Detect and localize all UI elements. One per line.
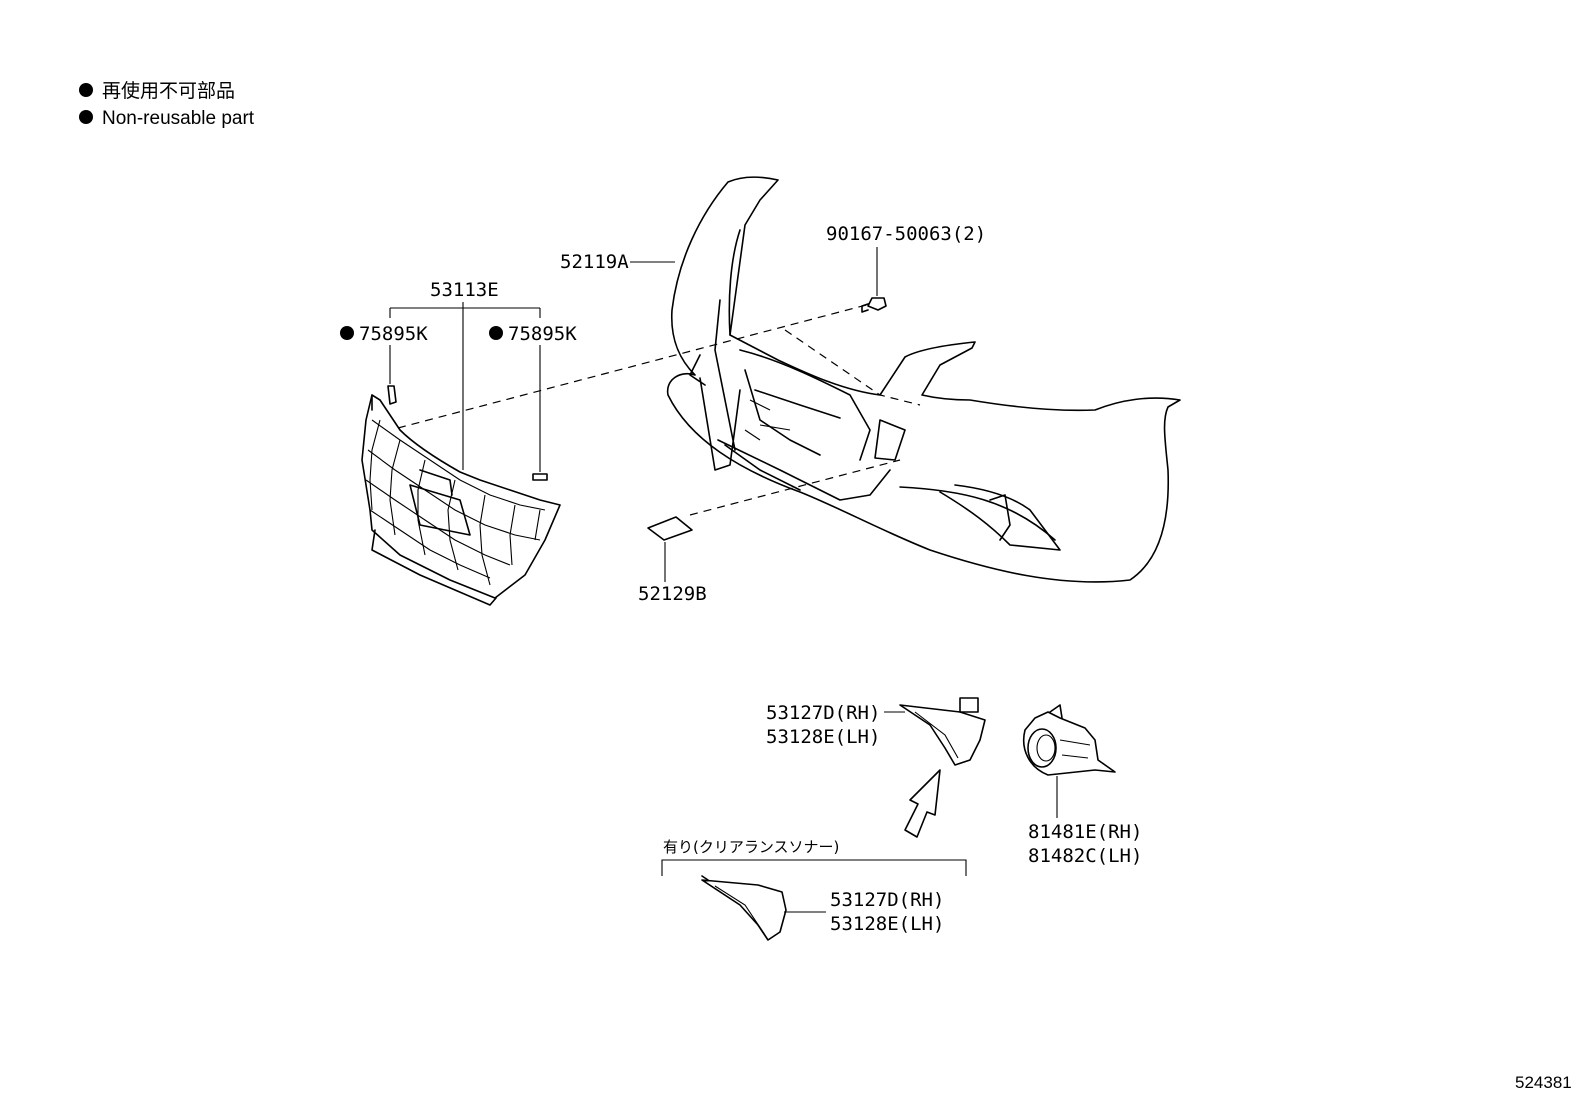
- arrow-up-icon: [904, 769, 941, 838]
- non-reusable-dot-icon: [340, 326, 354, 340]
- garnish-sonar-rh-label: 53127D(RH): [830, 889, 944, 911]
- grille-drawing: [361, 394, 561, 606]
- garnish-sonar-lh-label: 53128E(LH): [830, 913, 944, 935]
- non-reusable-dot-icon: [79, 110, 93, 124]
- non-reusable-dot-icon: [79, 83, 93, 97]
- clip-right-drawing: [532, 473, 548, 481]
- hook-cover-drawing: [647, 516, 693, 541]
- garnish-drawing: [899, 697, 986, 766]
- fog-cover-rh-label: 81481E(RH): [1028, 821, 1142, 843]
- garnish-sonar-drawing: [701, 875, 787, 941]
- fog-cover-drawing: [1023, 704, 1116, 776]
- legend-japanese: 再使用不可部品: [102, 80, 235, 102]
- clip-left-drawing: [387, 385, 397, 405]
- non-reusable-dot-icon: [489, 326, 503, 340]
- fog-cover-lh-label: 81482C(LH): [1028, 845, 1142, 867]
- clip-right-label: 75895K: [508, 323, 577, 345]
- bolt-label: 90167-50063(2): [826, 223, 986, 245]
- clip-left-label: 75895K: [359, 323, 428, 345]
- grille-label: 53113E: [430, 279, 499, 301]
- garnish-lh-label: 53128E(LH): [766, 726, 880, 748]
- legend-english: Non-reusable part: [102, 108, 255, 129]
- clearance-sonar-condition: 有り(クリアランスソナー): [663, 838, 839, 856]
- hook-cover-label: 52129B: [638, 583, 707, 605]
- bumper-cover-drawing: [666, 176, 1181, 583]
- diagram-number: 524381: [1515, 1073, 1572, 1092]
- garnish-rh-label: 53127D(RH): [766, 702, 880, 724]
- legend: 再使用不可部品 Non-reusable part: [79, 80, 255, 129]
- bumper-cover-label: 52119A: [560, 251, 629, 273]
